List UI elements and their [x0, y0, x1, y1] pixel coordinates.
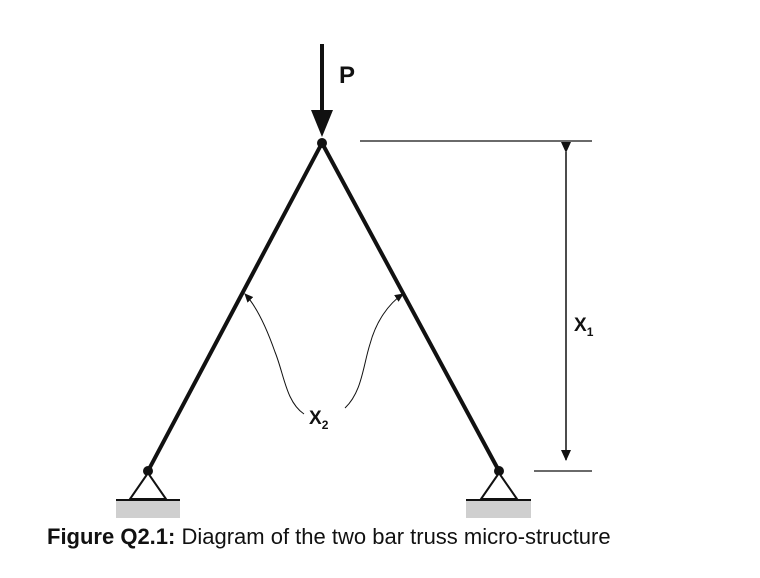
- angle-label-symbol: X: [309, 408, 322, 429]
- angle-indicator-right: [344, 293, 404, 409]
- figure-caption-text: Diagram of the two bar truss micro-struc…: [175, 524, 611, 549]
- load-label: P: [339, 62, 355, 89]
- top-joint: [317, 138, 327, 148]
- left-pin-support: [116, 471, 180, 518]
- angle-label: X2: [309, 408, 329, 432]
- load-arrow: [311, 44, 333, 137]
- left-joint: [143, 466, 153, 476]
- right-pin-support: [466, 471, 531, 518]
- angle-indicator-left: [244, 293, 305, 415]
- truss-bar-right: [320, 142, 501, 472]
- angle-label-subscript: 2: [322, 418, 329, 432]
- height-label: X1: [574, 315, 594, 339]
- truss-bar-left: [146, 142, 324, 472]
- height-label-symbol: X: [574, 315, 587, 336]
- figure-caption: Figure Q2.1: Diagram of the two bar trus…: [47, 524, 611, 550]
- height-label-subscript: 1: [587, 325, 594, 339]
- figure-caption-id: Figure Q2.1:: [47, 524, 176, 549]
- right-joint: [494, 466, 504, 476]
